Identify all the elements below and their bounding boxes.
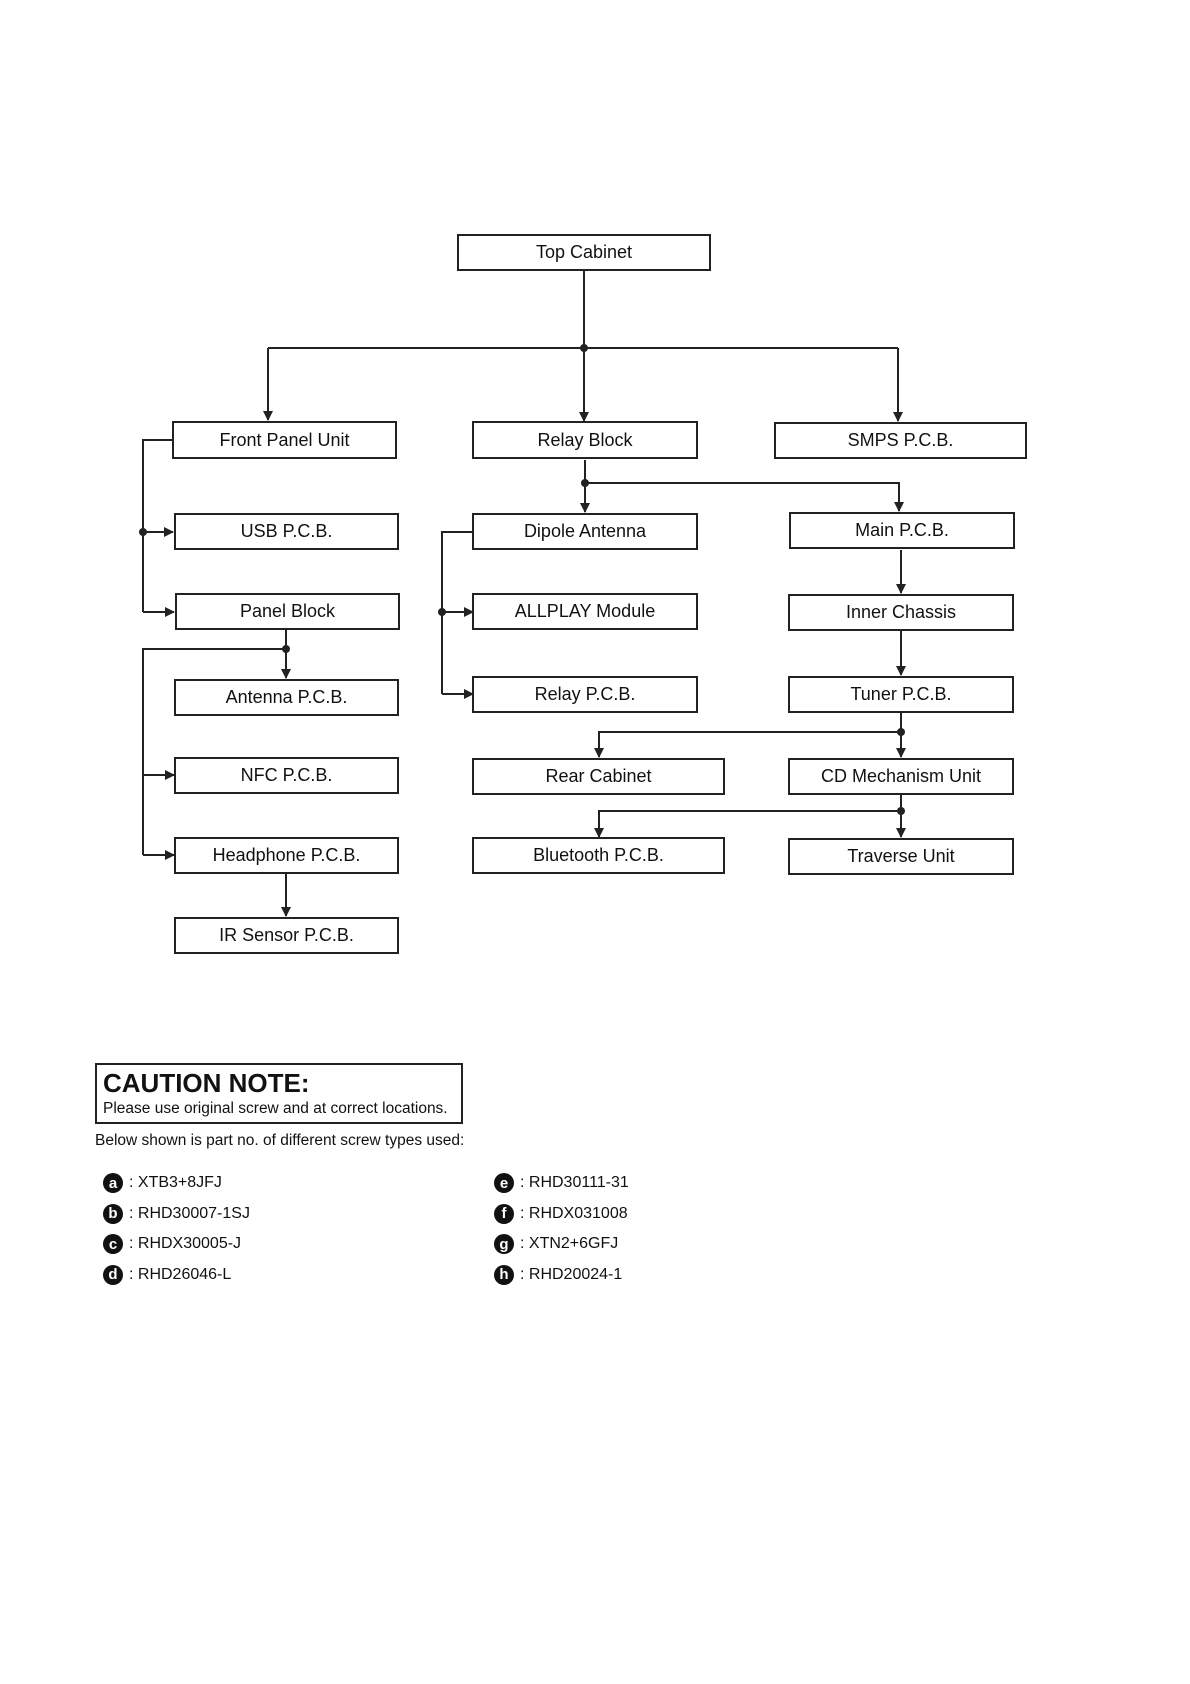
node-tuner-pcb: Tuner P.C.B.	[788, 676, 1014, 713]
screw-badge-d: d	[103, 1264, 123, 1285]
node-relay-pcb: Relay P.C.B.	[472, 676, 698, 713]
connector-to-bluetooth-pcb	[594, 810, 901, 838]
node-relay-block: Relay Block	[472, 421, 698, 459]
caution-note-box: CAUTION NOTE: Please use original screw …	[95, 1063, 463, 1124]
screw-item-a: a : XTB3+8JFJ	[103, 1168, 250, 1199]
junction-dot	[581, 479, 589, 487]
node-usb-pcb: USB P.C.B.	[174, 513, 399, 550]
node-ir-sensor-pcb: IR Sensor P.C.B.	[174, 917, 399, 954]
junction-dot	[897, 807, 905, 815]
screw-part-e: : RHD30111-31	[520, 1174, 629, 1192]
screw-item-d: d : RHD26046-L	[103, 1260, 250, 1291]
screw-part-g: : XTN2+6GFJ	[520, 1235, 619, 1253]
screw-item-f: f : RHDX031008	[494, 1199, 629, 1230]
connector-panel-block-left	[142, 648, 286, 855]
node-panel-block: Panel Block	[175, 593, 400, 630]
connector-dipole-left	[441, 531, 473, 694]
connector-front-panel-left	[142, 439, 173, 612]
junction-dot	[580, 344, 588, 352]
screw-badge-e: e	[494, 1173, 514, 1194]
screw-item-b: b : RHD30007-1SJ	[103, 1199, 250, 1230]
junction-dot	[139, 528, 147, 536]
junction-dot	[897, 728, 905, 736]
screw-part-h: : RHD20024-1	[520, 1265, 623, 1283]
screw-list-right: e : RHD30111-31 f : RHDX031008 g : XTN2+…	[494, 1168, 629, 1290]
screw-badge-g: g	[494, 1234, 514, 1255]
node-headphone-pcb: Headphone P.C.B.	[174, 837, 399, 874]
node-allplay-module: ALLPLAY Module	[472, 593, 698, 630]
junction-dot	[438, 608, 446, 616]
node-top-cabinet: Top Cabinet	[457, 234, 711, 271]
screw-badge-f: f	[494, 1203, 514, 1224]
node-bluetooth-pcb: Bluetooth P.C.B.	[472, 837, 725, 874]
screw-item-e: e : RHD30111-31	[494, 1168, 629, 1199]
node-dipole-antenna: Dipole Antenna	[472, 513, 698, 550]
screw-badge-c: c	[103, 1234, 123, 1255]
node-smps-pcb: SMPS P.C.B.	[774, 422, 1027, 459]
screw-badge-h: h	[494, 1264, 514, 1285]
node-front-panel-unit: Front Panel Unit	[172, 421, 397, 459]
node-nfc-pcb: NFC P.C.B.	[174, 757, 399, 794]
screw-item-h: h : RHD20024-1	[494, 1260, 629, 1291]
node-traverse-unit: Traverse Unit	[788, 838, 1014, 875]
screw-part-d: : RHD26046-L	[129, 1265, 232, 1283]
node-antenna-pcb: Antenna P.C.B.	[174, 679, 399, 716]
screw-part-b: : RHD30007-1SJ	[129, 1204, 250, 1222]
screw-item-c: c : RHDX30005-J	[103, 1229, 250, 1260]
node-cd-mechanism-unit: CD Mechanism Unit	[788, 758, 1014, 795]
screw-part-c: : RHDX30005-J	[129, 1235, 242, 1253]
screw-part-f: : RHDX031008	[520, 1204, 628, 1222]
node-rear-cabinet: Rear Cabinet	[472, 758, 725, 795]
caution-text: Please use original screw and at correct…	[103, 1100, 448, 1117]
junction-dot	[282, 645, 290, 653]
screw-badge-a: a	[103, 1173, 123, 1194]
screw-item-g: g : XTN2+6GFJ	[494, 1229, 629, 1260]
node-main-pcb: Main P.C.B.	[789, 512, 1015, 549]
screw-types-intro: Below shown is part no. of different scr…	[95, 1132, 465, 1149]
screw-part-a: : XTB3+8JFJ	[129, 1174, 222, 1192]
connector-relay-to-main	[585, 482, 904, 512]
node-inner-chassis: Inner Chassis	[788, 594, 1014, 631]
caution-title: CAUTION NOTE:	[103, 1068, 310, 1098]
screw-badge-b: b	[103, 1203, 123, 1224]
screw-list-left: a : XTB3+8JFJ b : RHD30007-1SJ c : RHDX3…	[103, 1168, 250, 1290]
connector-to-rear-cabinet	[594, 731, 901, 758]
